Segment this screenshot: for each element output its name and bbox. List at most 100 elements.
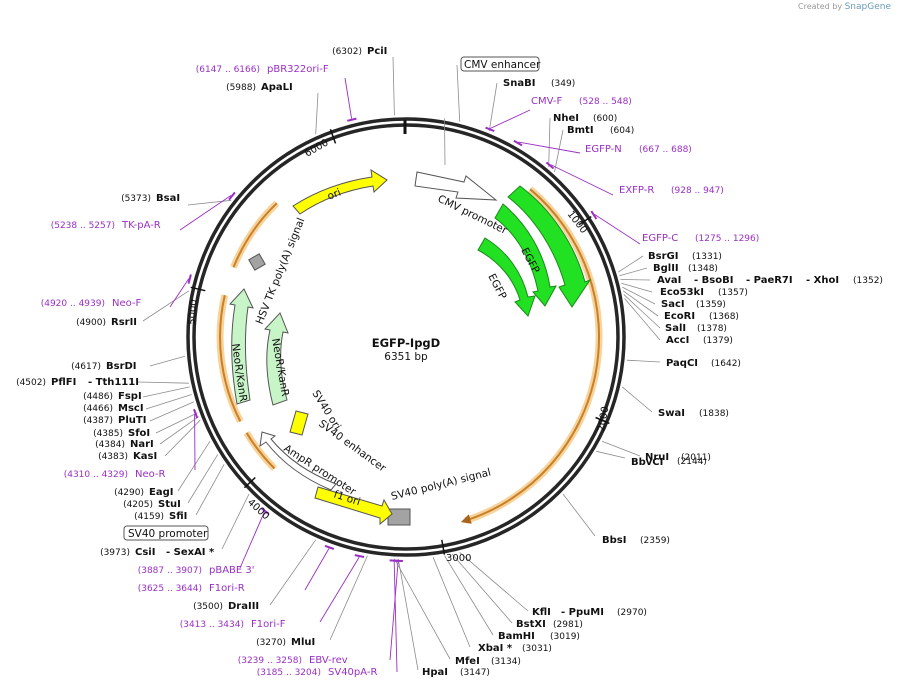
primer-range: (3625 .. 3644) [138, 584, 202, 594]
site-pos: (3270) [256, 638, 286, 648]
site-pos: (600) [593, 114, 617, 124]
site-name: Eco53kI [660, 287, 704, 298]
snapgene-logo: SnapGene [844, 2, 891, 12]
site-name: SnaBI [503, 78, 535, 89]
egfp-arrow-middle[interactable] [494, 203, 557, 307]
site-pos: (2981) [553, 620, 583, 630]
site-leader [618, 255, 644, 273]
neor-arrow-right[interactable] [264, 312, 289, 406]
snapgene-credit: Created by SnapGene [798, 2, 891, 12]
feature-labels: CMV enhancer CMV promoter EGFP EGFP SV40… [123, 56, 542, 541]
credit-prefix: Created by [798, 2, 843, 11]
site-pos: (4205) [123, 500, 153, 510]
site-pos: (349) [551, 79, 575, 89]
site-leader [149, 401, 194, 422]
cmv-enhancer-label: CMV enhancer [464, 59, 541, 71]
primer-range: (928 .. 947) [671, 186, 724, 196]
label-leaders [137, 56, 661, 673]
site-name: MfeI [455, 656, 480, 667]
primer-name: EGFP-N [585, 144, 622, 155]
site-pos: (604) [610, 126, 634, 136]
site-name: KasI [133, 451, 157, 462]
site-name: NheI [553, 113, 579, 124]
site-leader [619, 267, 648, 277]
site-name: BbsI [602, 535, 626, 546]
site-labels: PciI ApaLI BsaI RsrII BsrDI PflFI - Tth1… [16, 46, 883, 678]
site-leader [142, 290, 190, 322]
cmv-promoter-arrow[interactable] [414, 171, 498, 201]
primer-name: EBV-rev [309, 655, 348, 666]
egfp-arrow-inner[interactable] [477, 237, 536, 317]
site-pos: (2144) [677, 457, 707, 467]
primer-name: Neo-F [112, 298, 142, 309]
site-pos: (1348) [688, 264, 718, 274]
primer-leader [304, 548, 330, 591]
site-leader [444, 555, 494, 636]
primer-leader [594, 214, 641, 245]
primer-site-mark [354, 554, 365, 558]
site-leader [596, 450, 626, 459]
site-name: SfiI [169, 511, 187, 522]
tick-2000: 2000 [596, 406, 611, 433]
site-pos: (3031) [522, 644, 552, 654]
site-pos: (4617) [71, 362, 101, 372]
site-leader [620, 279, 651, 281]
orf-neor-2[interactable] [219, 294, 242, 422]
site-name: AccI [666, 335, 689, 346]
sv40-polya-box[interactable] [387, 508, 411, 526]
ori-arrow[interactable] [292, 169, 388, 215]
site-name: SwaI [658, 408, 685, 419]
site-leader [444, 118, 446, 166]
orf-egfp-ipgd[interactable] [460, 188, 600, 524]
egfp-label-2: EGFP [485, 272, 508, 302]
site-name: BsrDI [106, 361, 137, 372]
ori-label: ori [326, 187, 343, 203]
site-leader [329, 555, 368, 641]
neor-arrow-left[interactable] [229, 288, 254, 405]
sv40-enhancer-label: SV40 enhancer [316, 418, 388, 475]
site-name: PluTI [118, 415, 146, 426]
site-name: - PaeR7I [746, 275, 793, 286]
primer-site-mark [485, 126, 495, 133]
backbone-tick [595, 416, 610, 425]
primer-range: (4920 .. 4939) [41, 299, 105, 309]
site-pos: (5988) [226, 83, 256, 93]
site-pos: (4502) [16, 378, 46, 388]
primer-name: Neo-R [135, 469, 166, 480]
ampr-promoter-arrow[interactable] [259, 431, 337, 491]
site-pos: (3019) [550, 632, 580, 642]
tick-6000: 6000 [303, 137, 331, 159]
site-name: SalI [665, 323, 686, 334]
orf-neor-1[interactable] [245, 432, 276, 470]
primer-labels: pBR322ori-F TK-pA-R Neo-F Neo-R pBABE 3'… [41, 64, 760, 678]
primer-site-mark [193, 408, 199, 419]
site-pos: (1368) [709, 312, 739, 322]
site-pos: (1357) [718, 288, 748, 298]
site-name: AvaI [657, 275, 681, 286]
primer-site-mark [590, 210, 598, 220]
orf-tk[interactable] [232, 202, 278, 268]
primer-leader [319, 556, 360, 623]
sv40-ori-box[interactable] [289, 410, 309, 436]
primer-name: EXFP-R [619, 185, 654, 196]
tick-5000: 5000 [187, 299, 200, 325]
primer-range: (667 .. 688) [639, 145, 692, 155]
site-pos: (4385) [93, 429, 123, 439]
site-name: HpaI [422, 667, 448, 678]
site-leader [456, 64, 461, 122]
site-name: NarI [130, 439, 154, 450]
site-pos: (4900) [76, 318, 106, 328]
hsv-tk-polya-box[interactable] [248, 253, 266, 271]
site-pos: (2359) [640, 536, 670, 546]
site-leader [488, 82, 498, 132]
site-leader [177, 440, 211, 492]
f1-ori-arrow[interactable] [314, 486, 393, 526]
orf-arcs [216, 186, 603, 524]
site-name: PaqCI [666, 358, 698, 369]
site-name: BmtI [567, 125, 594, 136]
cmv-enhancer-box [460, 56, 540, 72]
site-leader [622, 386, 653, 413]
egfp-arrow-outer[interactable] [507, 185, 592, 308]
site-name: EcoRI [664, 311, 695, 322]
